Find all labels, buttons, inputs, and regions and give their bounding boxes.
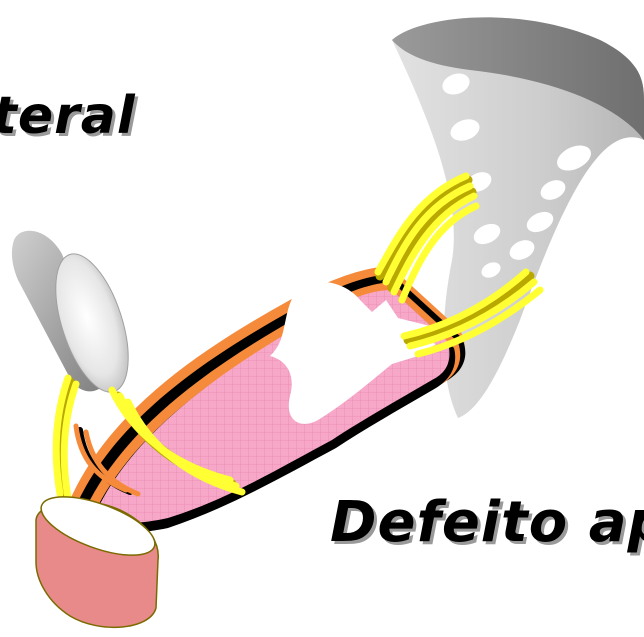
label-defect: Defeito ap — [330, 490, 644, 555]
grey-disc — [12, 231, 143, 401]
label-lateral: teral — [0, 86, 136, 146]
